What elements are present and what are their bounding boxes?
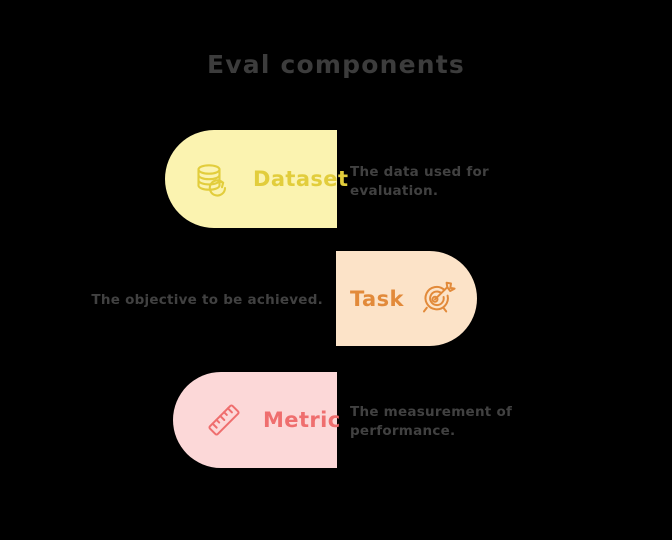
component-card-task[interactable]: Task <box>336 251 477 346</box>
card-label-task: Task <box>350 286 404 311</box>
card-description-dataset: The data used for evaluation. <box>350 164 489 200</box>
component-card-dataset[interactable]: Dataset <box>165 130 348 228</box>
card-description-task: The objective to be achieved. <box>91 292 323 308</box>
ruler-icon <box>203 399 245 441</box>
page-title: Eval components <box>206 50 465 79</box>
card-description-metric: The measurement of performance. <box>350 404 513 440</box>
component-card-metric[interactable]: Metric <box>173 372 340 468</box>
card-label-dataset: Dataset <box>253 167 349 191</box>
card-label-metric: Metric <box>263 408 341 432</box>
target-arrow-icon <box>416 278 458 320</box>
database-refresh-icon <box>191 157 235 201</box>
